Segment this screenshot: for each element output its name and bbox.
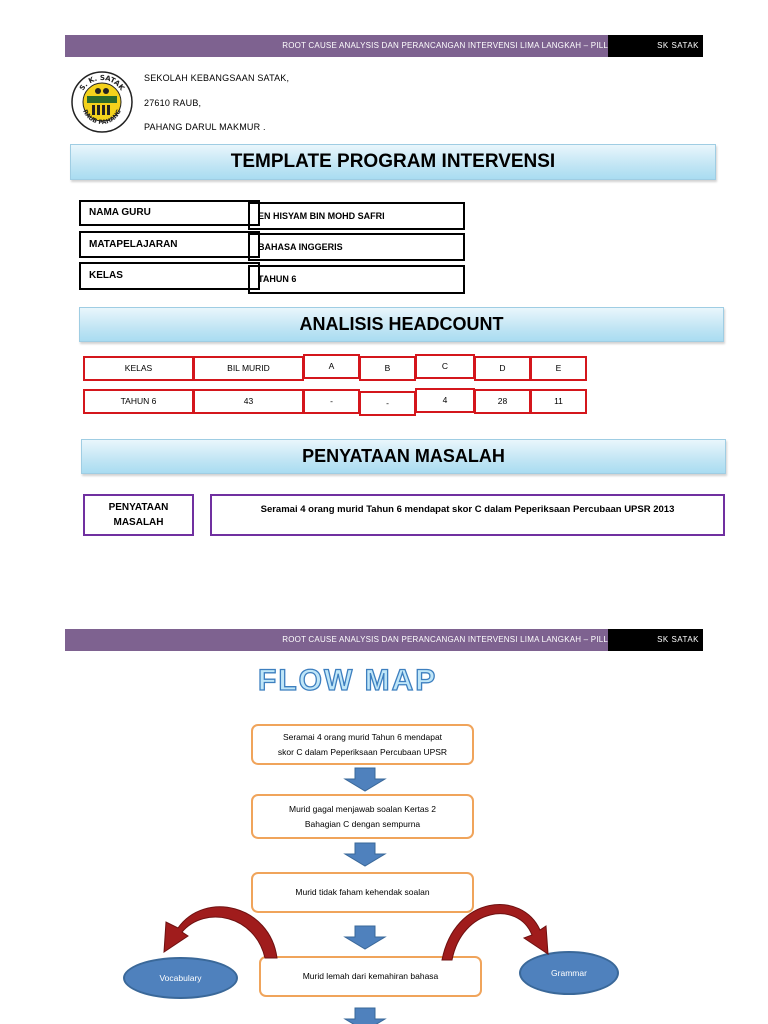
header-school-tag: SK SATAK [608, 629, 703, 651]
matapelajaran-label: MATAPELAJARAN [79, 231, 260, 258]
flow-step-text: Seramai 4 orang murid Tahun 6 mendapat [282, 731, 443, 742]
school-state: PAHANG DARUL MAKMUR . [144, 122, 266, 132]
vocabulary-node: Vocabulary [123, 957, 238, 999]
flow-step-text: Murid lemah dari kemahiran bahasa [302, 971, 439, 981]
kelas-label: KELAS [79, 262, 260, 290]
flow-step-2: Murid gagal menjawab soalan Kertas 2 Bah… [251, 794, 474, 839]
table-cell: 11 [530, 389, 587, 414]
school-postcode: 27610 RAUB, [144, 98, 202, 108]
nama-guru-label: NAMA GURU [79, 200, 260, 226]
page-header-bar: ROOT CAUSE ANALYSIS DAN PERANCANGAN INTE… [65, 35, 703, 57]
flow-step-text: Bahagian C dengan sempurna [304, 818, 421, 829]
down-arrow-icon [343, 1007, 387, 1024]
flow-step-1: Seramai 4 orang murid Tahun 6 mendapat s… [251, 724, 474, 765]
flow-step-3: Murid tidak faham kehendak soalan [251, 872, 474, 913]
flow-step-text: Murid tidak faham kehendak soalan [295, 887, 430, 897]
header-title: ROOT CAUSE ANALYSIS DAN PERANCANGAN INTE… [282, 41, 608, 50]
page-header-bar: ROOT CAUSE ANALYSIS DAN PERANCANGAN INTE… [65, 629, 703, 651]
problem-statement: Seramai 4 orang murid Tahun 6 mendapat s… [210, 494, 725, 536]
flow-map-title: FLOW MAP [257, 663, 438, 697]
school-name: SEKOLAH KEBANGSAAN SATAK, [144, 73, 290, 83]
penyataan-masalah-label: PENYATAAN MASALAH [83, 494, 194, 536]
flow-step-4: Murid lemah dari kemahiran bahasa [259, 956, 482, 997]
header-title: ROOT CAUSE ANALYSIS DAN PERANCANGAN INTE… [282, 635, 608, 644]
down-arrow-icon [343, 767, 387, 792]
matapelajaran-value: BAHASA INGGERIS [248, 233, 465, 261]
flow-step-text: skor C dalam Peperiksaan Percubaan UPSR [277, 746, 448, 757]
template-title-banner: TEMPLATE PROGRAM INTERVENSI [70, 144, 716, 180]
curved-arrow-right-icon [441, 904, 549, 961]
curved-arrow-left-icon [163, 906, 278, 959]
table-header-cell: E [530, 356, 587, 381]
kelas-value: TAHUN 6 [248, 265, 465, 294]
down-arrow-icon [343, 925, 387, 950]
down-arrow-icon [343, 842, 387, 867]
penyataan-masalah-banner: PENYATAAN MASALAH [81, 439, 726, 474]
label-line: PENYATAAN [108, 502, 169, 513]
header-school-tag: SK SATAK [608, 35, 703, 57]
flow-step-text: Murid gagal menjawab soalan Kertas 2 [289, 803, 436, 814]
nama-guru-value: EN HISYAM BIN MOHD SAFRI [248, 202, 465, 230]
grammar-node: Grammar [519, 951, 619, 995]
headcount-title-banner: ANALISIS HEADCOUNT [79, 307, 724, 342]
label-line: MASALAH [113, 517, 164, 528]
school-logo: S. K. SATAK RAUB PAHANG [70, 70, 134, 134]
